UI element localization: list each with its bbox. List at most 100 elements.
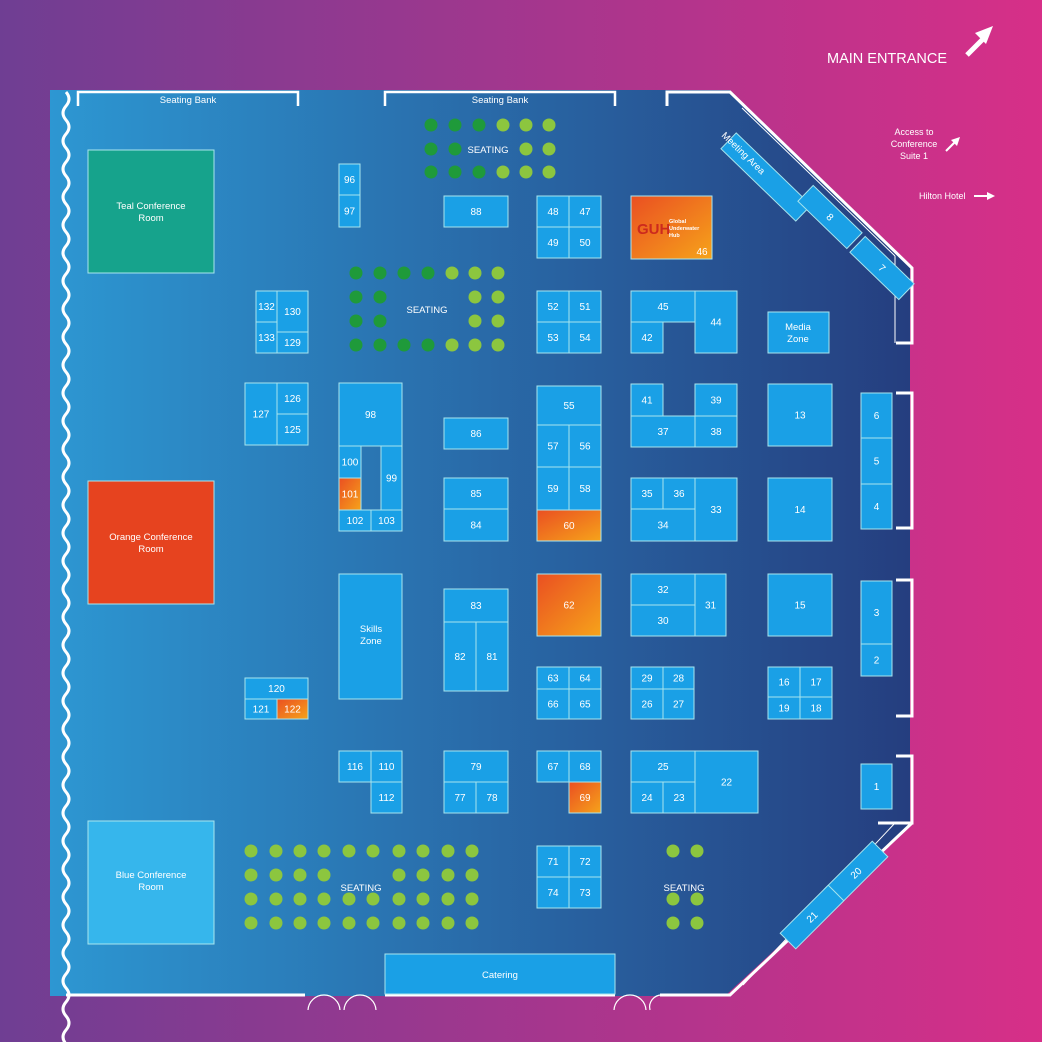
stand-82[interactable]: 82 [443,621,477,692]
stand-68[interactable]: 68 [568,750,602,783]
stand-3[interactable]: 3 [860,580,893,645]
stand-51[interactable]: 51 [568,290,602,323]
stand-57[interactable]: 57 [536,424,570,468]
stand-33[interactable]: 33 [694,477,738,542]
stand-112[interactable]: 112 [370,781,403,814]
meeting-area[interactable] [720,132,812,222]
stand-17[interactable]: 17 [799,666,833,698]
stand-126[interactable]: 126 [276,382,309,415]
stand-74[interactable]: 74 [536,876,570,909]
stand-110[interactable]: 110 [370,750,403,783]
stand-83[interactable]: 83 [443,588,509,623]
stand-13[interactable]: 13 [767,383,833,447]
stand-22[interactable]: 22 [694,750,759,814]
stand-14[interactable]: 14 [767,477,833,542]
stand-1[interactable]: 1 [860,763,893,810]
stand-100[interactable]: 100 [338,445,362,479]
stand-26[interactable]: 26 [630,688,664,720]
stand-62[interactable]: 62 [536,573,602,637]
stand-116[interactable]: 116 [338,750,372,783]
stand-85[interactable]: 85 [443,477,509,510]
stand-120[interactable]: 120 [244,677,309,700]
stand-79[interactable]: 79 [443,750,509,783]
stand-122[interactable]: 122 [276,698,309,720]
media-zone[interactable]: Media Zone [767,311,830,354]
stand-52[interactable]: 52 [536,290,570,323]
stand-66[interactable]: 66 [536,688,570,720]
stand-24[interactable]: 24 [630,781,664,814]
stand-39[interactable]: 39 [694,383,738,417]
stand-121[interactable]: 121 [244,698,278,720]
stand-25[interactable]: 25 [630,750,696,783]
stand-41[interactable]: 41 [630,383,664,417]
stand-129[interactable]: 129 [276,331,309,354]
stand-5[interactable]: 5 [860,437,893,485]
stand-7[interactable]: 7 [849,235,915,301]
stand-60[interactable]: 60 [536,509,602,542]
stand-54[interactable]: 54 [568,321,602,354]
stand-31[interactable]: 31 [694,573,727,637]
stand-53[interactable]: 53 [536,321,570,354]
stand-30[interactable]: 30 [630,604,696,637]
stand-16[interactable]: 16 [767,666,801,698]
stand-34[interactable]: 34 [630,508,696,542]
stand-64[interactable]: 64 [568,666,602,690]
stand-19[interactable]: 19 [767,696,801,720]
stand-102[interactable]: 102 [338,509,372,532]
stand-65[interactable]: 65 [568,688,602,720]
stand-55[interactable]: 55 [536,385,602,426]
catering-area[interactable]: Catering [384,953,616,995]
blue-conference-room[interactable]: Blue Conference Room [87,820,215,945]
stand-56[interactable]: 56 [568,424,602,468]
stand-18[interactable]: 18 [799,696,833,720]
stand-63[interactable]: 63 [536,666,570,690]
stand-27[interactable]: 27 [662,688,695,720]
stand-2[interactable]: 2 [860,643,893,677]
stand-49[interactable]: 49 [536,226,570,259]
stand-23[interactable]: 23 [662,781,696,814]
stand-4[interactable]: 4 [860,483,893,530]
stand-132[interactable]: 132 [255,290,278,323]
stand-6[interactable]: 6 [860,392,893,439]
stand-50[interactable]: 50 [568,226,602,259]
stand-47[interactable]: 47 [568,195,602,228]
teal-conference-room[interactable]: Teal Conference Room [87,149,215,274]
stand-69[interactable]: 69 [568,781,602,814]
stand-21[interactable]: 21 [779,884,845,950]
stand-77[interactable]: 77 [443,781,477,814]
stand-32[interactable]: 32 [630,573,696,606]
stand-37[interactable]: 37 [630,415,696,448]
stand-127[interactable]: 127 [244,382,278,446]
stand-86[interactable]: 86 [443,417,509,450]
orange-conference-room[interactable]: Orange Conference Room [87,480,215,605]
stand-44[interactable]: 44 [694,290,738,354]
stand-36[interactable]: 36 [662,477,696,510]
stand-28[interactable]: 28 [662,666,695,690]
stand-15[interactable]: 15 [767,573,833,637]
stand-125[interactable]: 125 [276,413,309,446]
stand-133[interactable]: 133 [255,321,278,354]
stand-73[interactable]: 73 [568,876,602,909]
stand-103[interactable]: 103 [370,509,403,532]
stand-99[interactable]: 99 [380,445,403,511]
skills-zone[interactable]: Skills Zone [338,573,403,700]
stand-58[interactable]: 58 [568,466,602,511]
stand-8[interactable]: 8 [797,184,863,250]
stand-84[interactable]: 84 [443,508,509,542]
stand-67[interactable]: 67 [536,750,570,783]
stand-97[interactable]: 97 [338,194,361,228]
stand-59[interactable]: 59 [536,466,570,511]
stand-35[interactable]: 35 [630,477,664,510]
stand-96[interactable]: 96 [338,163,361,196]
sponsor-stand-46[interactable]: GUH Global Underwater Hub 46 [630,195,713,260]
stand-71[interactable]: 71 [536,845,570,878]
stand-101[interactable]: 101 [338,477,362,511]
stand-29[interactable]: 29 [630,666,664,690]
stand-88[interactable]: 88 [443,195,509,228]
stand-81[interactable]: 81 [475,621,509,692]
stand-38[interactable]: 38 [694,415,738,448]
stand-72[interactable]: 72 [568,845,602,878]
stand-98[interactable]: 98 [338,382,403,447]
stand-130[interactable]: 130 [276,290,309,333]
stand-48[interactable]: 48 [536,195,570,228]
